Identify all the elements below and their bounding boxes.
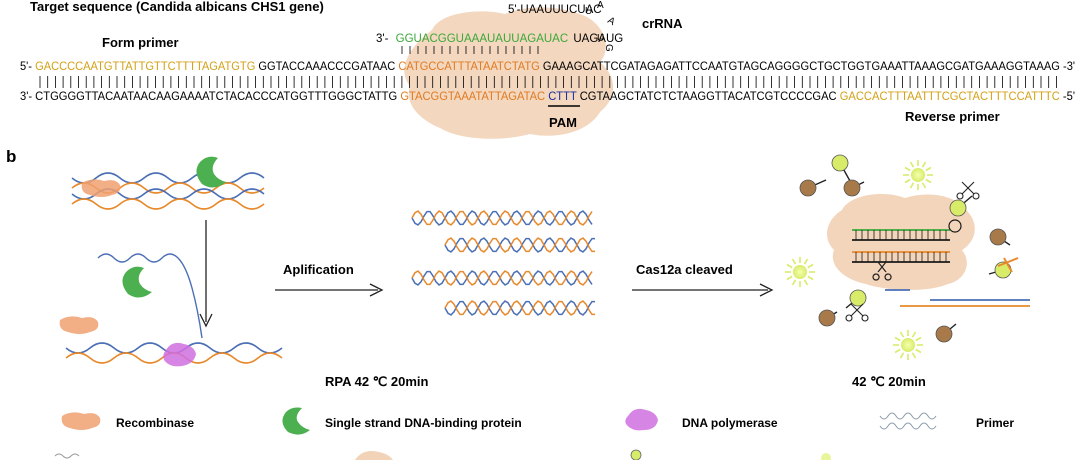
panel-b-label: b (6, 147, 16, 166)
cas12a-icon (355, 451, 393, 460)
reporter-bead-icon (990, 229, 1006, 245)
legend-polymerase-label: DNA polymerase (682, 416, 778, 430)
crrna-guide-sequence: GGUACGGUAAAUAUUAGAUAC (396, 33, 569, 45)
base-pair-ticks (40, 76, 1056, 88)
forward-primer-sequence: GACCCCAATGTTATTGTTCTTTTAGATGTG (35, 61, 255, 73)
legend-primer-label: Primer (976, 416, 1014, 430)
recombinase-icon (62, 412, 101, 430)
recombinase-icon (82, 179, 121, 197)
cleaved-dna-fragment (885, 290, 1030, 306)
scissors-icon (846, 304, 868, 321)
top-strand-prefix: 5'- (20, 61, 32, 73)
dna-polymerase-icon (163, 343, 196, 367)
crrna-tail-sequence: UAGAUG (573, 33, 623, 45)
legend: Recombinase Single strand DNA-binding pr… (62, 408, 1015, 435)
amplified-dna (412, 211, 595, 315)
amplification-arrow (275, 284, 382, 296)
forward-primer-label: Form primer (102, 35, 179, 50)
bottom-strand-prefix: 3'- (20, 91, 32, 103)
top-strand-segment: GAAAGCATTCGATAGAGATTCCAATGTAGCAGGGGCTGCT… (543, 61, 1060, 73)
crrna-label: crRNA (642, 16, 683, 31)
cas12a-protein-body (404, 7, 613, 138)
reporter-bead-icon (950, 200, 966, 216)
primer-icon (880, 413, 936, 429)
reverse-primer-label: Reverse primer (905, 109, 1000, 124)
bottom-strand-segment: CTGGGGTTACAATAACAAGAAAATCTACACCCATGGTTTG… (35, 91, 397, 103)
recombinase-icon (60, 316, 99, 334)
scissors-icon (957, 182, 979, 199)
top-strand-suffix: -3' (1063, 61, 1075, 73)
reporter-bead-icon (844, 180, 860, 196)
top-strand-sequence: 5'- GACCCCAATGTTATTGTTCTTTTAGATGTG GGTAC… (20, 61, 1075, 73)
cas-condition-text: 42 ℃ 20min (852, 374, 926, 389)
ssb-protein-icon (282, 408, 310, 435)
pam-sequence: CTTT (548, 91, 577, 103)
legend-row-cropped (55, 450, 831, 460)
crrna-loop-base: A (606, 15, 618, 28)
bottom-strand-sequence: 3'- CTGGGGTTACAATAACAAGAAAATCTACACCCATGG… (20, 91, 1075, 103)
rpa-condition-text: RPA 42 ℃ 20min (325, 374, 429, 389)
crrna-guide-row: 3'- GGUACGGUAAAUAUUAGAUAC UAGAUG (376, 33, 623, 45)
reporter-bead-icon (800, 180, 816, 196)
amplification-label: Aplification (283, 262, 354, 277)
top-strand-segment: GGTACCAAACCCGATAAC (258, 61, 395, 73)
crrna-prefix: 3'- (376, 33, 389, 45)
pam-label: PAM (549, 115, 577, 130)
crrna-loop-base: A (597, 0, 604, 11)
reverse-primer-sequence: GACCACTTTAATTTCGCTACTTTCCATTTC (840, 91, 1060, 103)
reporter-bead-icon (832, 155, 848, 171)
ssb-protein-icon (196, 157, 226, 188)
ssb-protein-icon (122, 267, 152, 298)
crrna-loop-base: U (585, 6, 592, 17)
legend-recombinase-label: Recombinase (116, 416, 194, 430)
fluorescence-icon (903, 160, 933, 190)
bottom-strand-suffix: -5' (1063, 91, 1075, 103)
reporter-bead-icon (936, 326, 952, 342)
dna-icon (55, 454, 79, 458)
invading-primer-strand (98, 254, 202, 338)
process-arrow-down (200, 220, 212, 326)
panel-a-title: Target sequence (Candida albicans CHS1 g… (30, 0, 324, 14)
fluorophore-icon (631, 450, 641, 460)
cas12a-cleave-arrow (632, 284, 772, 296)
top-strand-target: CATGCCATTTATAATCTATG (398, 61, 539, 73)
cas12a-cleaved-label: Cas12a cleaved (636, 262, 733, 277)
fluorescence-icon (893, 330, 923, 360)
bottom-strand-target: GTACGGTAAATATTAGATAC (400, 91, 545, 103)
reporter-bead-icon (850, 290, 866, 306)
crrna-loop-base: G (603, 44, 614, 52)
dna-polymerase-icon (625, 409, 658, 431)
bottom-strand-segment: CGTAAGCTATCTCTAAGGTTACATCGTCCCCGAC (580, 91, 837, 103)
fluorescence-icon (785, 257, 815, 287)
legend-ssb-label: Single strand DNA-binding protein (325, 416, 522, 430)
reporter-bead-icon (819, 310, 835, 326)
glow-icon (821, 453, 831, 460)
